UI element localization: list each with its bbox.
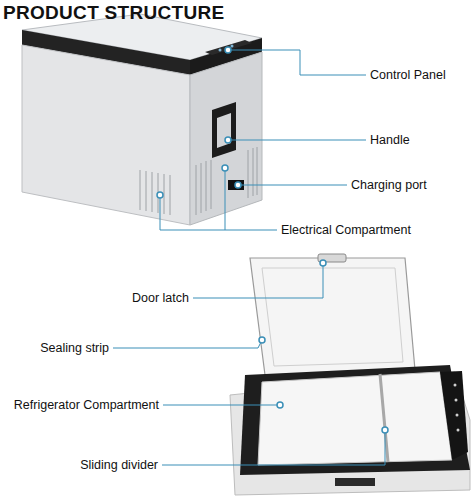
- open-fridge: [230, 254, 470, 495]
- part-label: Charging port: [351, 177, 427, 193]
- part-label: Sliding divider: [80, 457, 158, 473]
- diagram-title: PRODUCT STRUCTURE: [3, 2, 225, 24]
- part-label: Control Panel: [370, 67, 446, 83]
- part-label: Electrical Compartment: [281, 222, 411, 238]
- part-label: Handle: [370, 132, 410, 148]
- part-label: Sealing strip: [40, 340, 109, 356]
- part-label: Refrigerator Compartment: [14, 397, 159, 413]
- closed-fridge: [22, 14, 262, 225]
- part-label: Door latch: [132, 290, 189, 306]
- leader-dots: [157, 47, 388, 433]
